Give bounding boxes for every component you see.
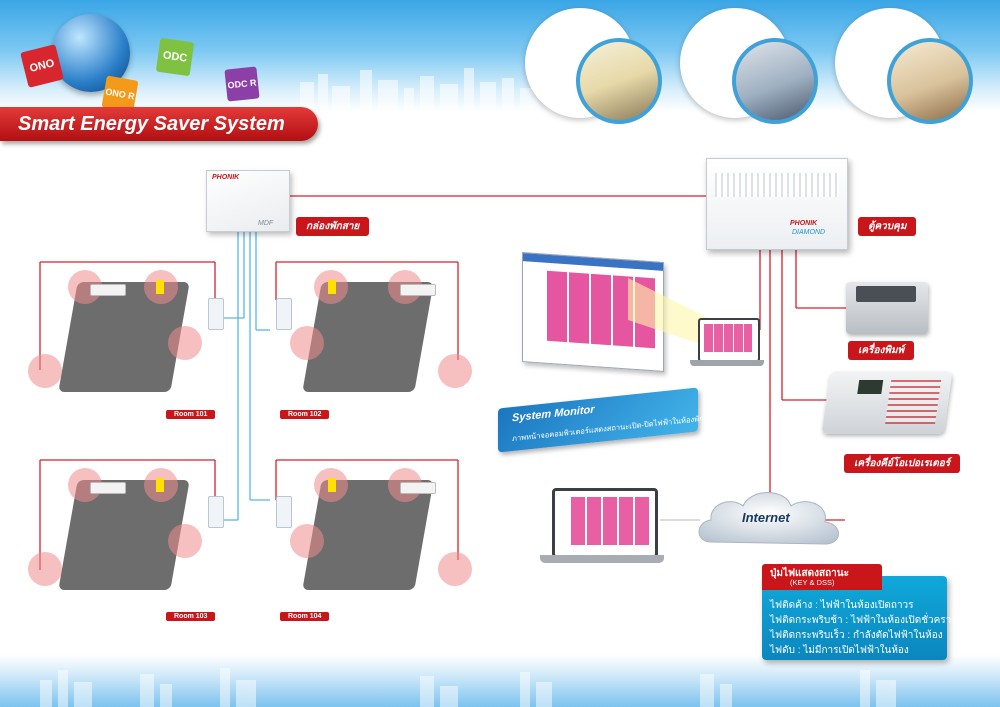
room-104 <box>276 460 472 605</box>
suite-photo <box>887 38 973 124</box>
lamp-highlight <box>28 354 62 388</box>
room-controller <box>276 496 292 528</box>
operator-label: เครื่องคีย์โอเปอเรเตอร์ <box>844 454 961 473</box>
cabinet-vents <box>715 173 839 197</box>
laptop-2-screen <box>552 488 658 558</box>
air-conditioner-icon <box>90 284 126 296</box>
title-banner <box>0 107 318 141</box>
living-room-photo <box>732 38 818 124</box>
legend-subtitle: (KEY & DSS) <box>790 578 835 587</box>
room-103-label: Room 103 <box>166 612 216 621</box>
internet-label: Internet <box>742 510 790 525</box>
air-conditioner-icon <box>400 482 436 494</box>
lamp-highlight <box>438 354 472 388</box>
lamp-highlight <box>290 524 324 558</box>
legend-item: ไฟติดค้าง : ไฟฟ้าในห้องเปิดถาวร <box>770 600 914 611</box>
lamp-highlight <box>168 524 202 558</box>
printer-icon <box>846 282 928 334</box>
room-102-label: Room 102 <box>280 410 330 419</box>
console-display <box>857 380 884 394</box>
mdf-label: กล่องพักสาย <box>296 217 370 236</box>
room-103 <box>28 460 224 605</box>
lamp-icon <box>156 280 164 294</box>
room-104-label: Room 104 <box>280 612 330 621</box>
control-label: ตู้ควบคุม <box>858 217 917 236</box>
cloud-icon <box>698 492 839 545</box>
room-102 <box>276 262 472 407</box>
laptop-1-base <box>690 360 764 366</box>
mdf-brand: PHONIK <box>212 174 240 181</box>
legend-item: ไฟติดกระพริบเร็ว : กำลังตัดไฟฟ้าในห้อง <box>770 630 943 641</box>
console-dss-keys <box>885 380 942 424</box>
legend-header <box>762 564 882 590</box>
operator-console-icon <box>821 372 953 434</box>
skyline-bottom <box>40 668 896 707</box>
room-101-label: Room 101 <box>166 410 216 419</box>
lamp-icon <box>328 478 336 492</box>
printer-feed <box>856 286 916 302</box>
mdf-model: MDF <box>258 220 274 227</box>
legend-title: ปุ่มไฟแสดงสถานะ <box>770 568 849 579</box>
laptop-1-grid <box>704 324 752 352</box>
mdf-box <box>206 170 290 232</box>
room-101 <box>28 262 224 407</box>
room-controller <box>208 496 224 528</box>
printer-label: เครื่องพิมพ์ <box>848 341 915 360</box>
control-cabinet <box>706 158 848 250</box>
lamp-highlight <box>438 552 472 586</box>
laptop-2-base <box>540 555 664 563</box>
air-conditioner-icon <box>90 482 126 494</box>
legend-panel <box>762 576 947 660</box>
air-conditioner-icon <box>400 284 436 296</box>
lamp-icon <box>156 478 164 492</box>
control-model: DIAMOND <box>792 229 826 236</box>
lamp-icon <box>328 280 336 294</box>
bedroom-photo <box>576 38 662 124</box>
lamp-highlight <box>28 552 62 586</box>
control-brand: PHONIK <box>790 220 818 227</box>
lamp-highlight <box>290 326 324 360</box>
page-title: Smart Energy Saver System <box>18 113 285 135</box>
laptop-1-screen <box>698 318 760 362</box>
lamp-highlight <box>168 326 202 360</box>
legend-item: ไฟติดกระพริบช้า : ไฟฟ้าในห้องเปิดชั่วครา… <box>770 615 957 626</box>
laptop-2-grid <box>571 497 649 545</box>
legend-item: ไฟดับ : ไม่มีการเปิดไฟฟ้าในห้อง <box>770 645 909 656</box>
room-controller <box>276 298 292 330</box>
skyline-top <box>300 68 540 110</box>
room-controller <box>208 298 224 330</box>
